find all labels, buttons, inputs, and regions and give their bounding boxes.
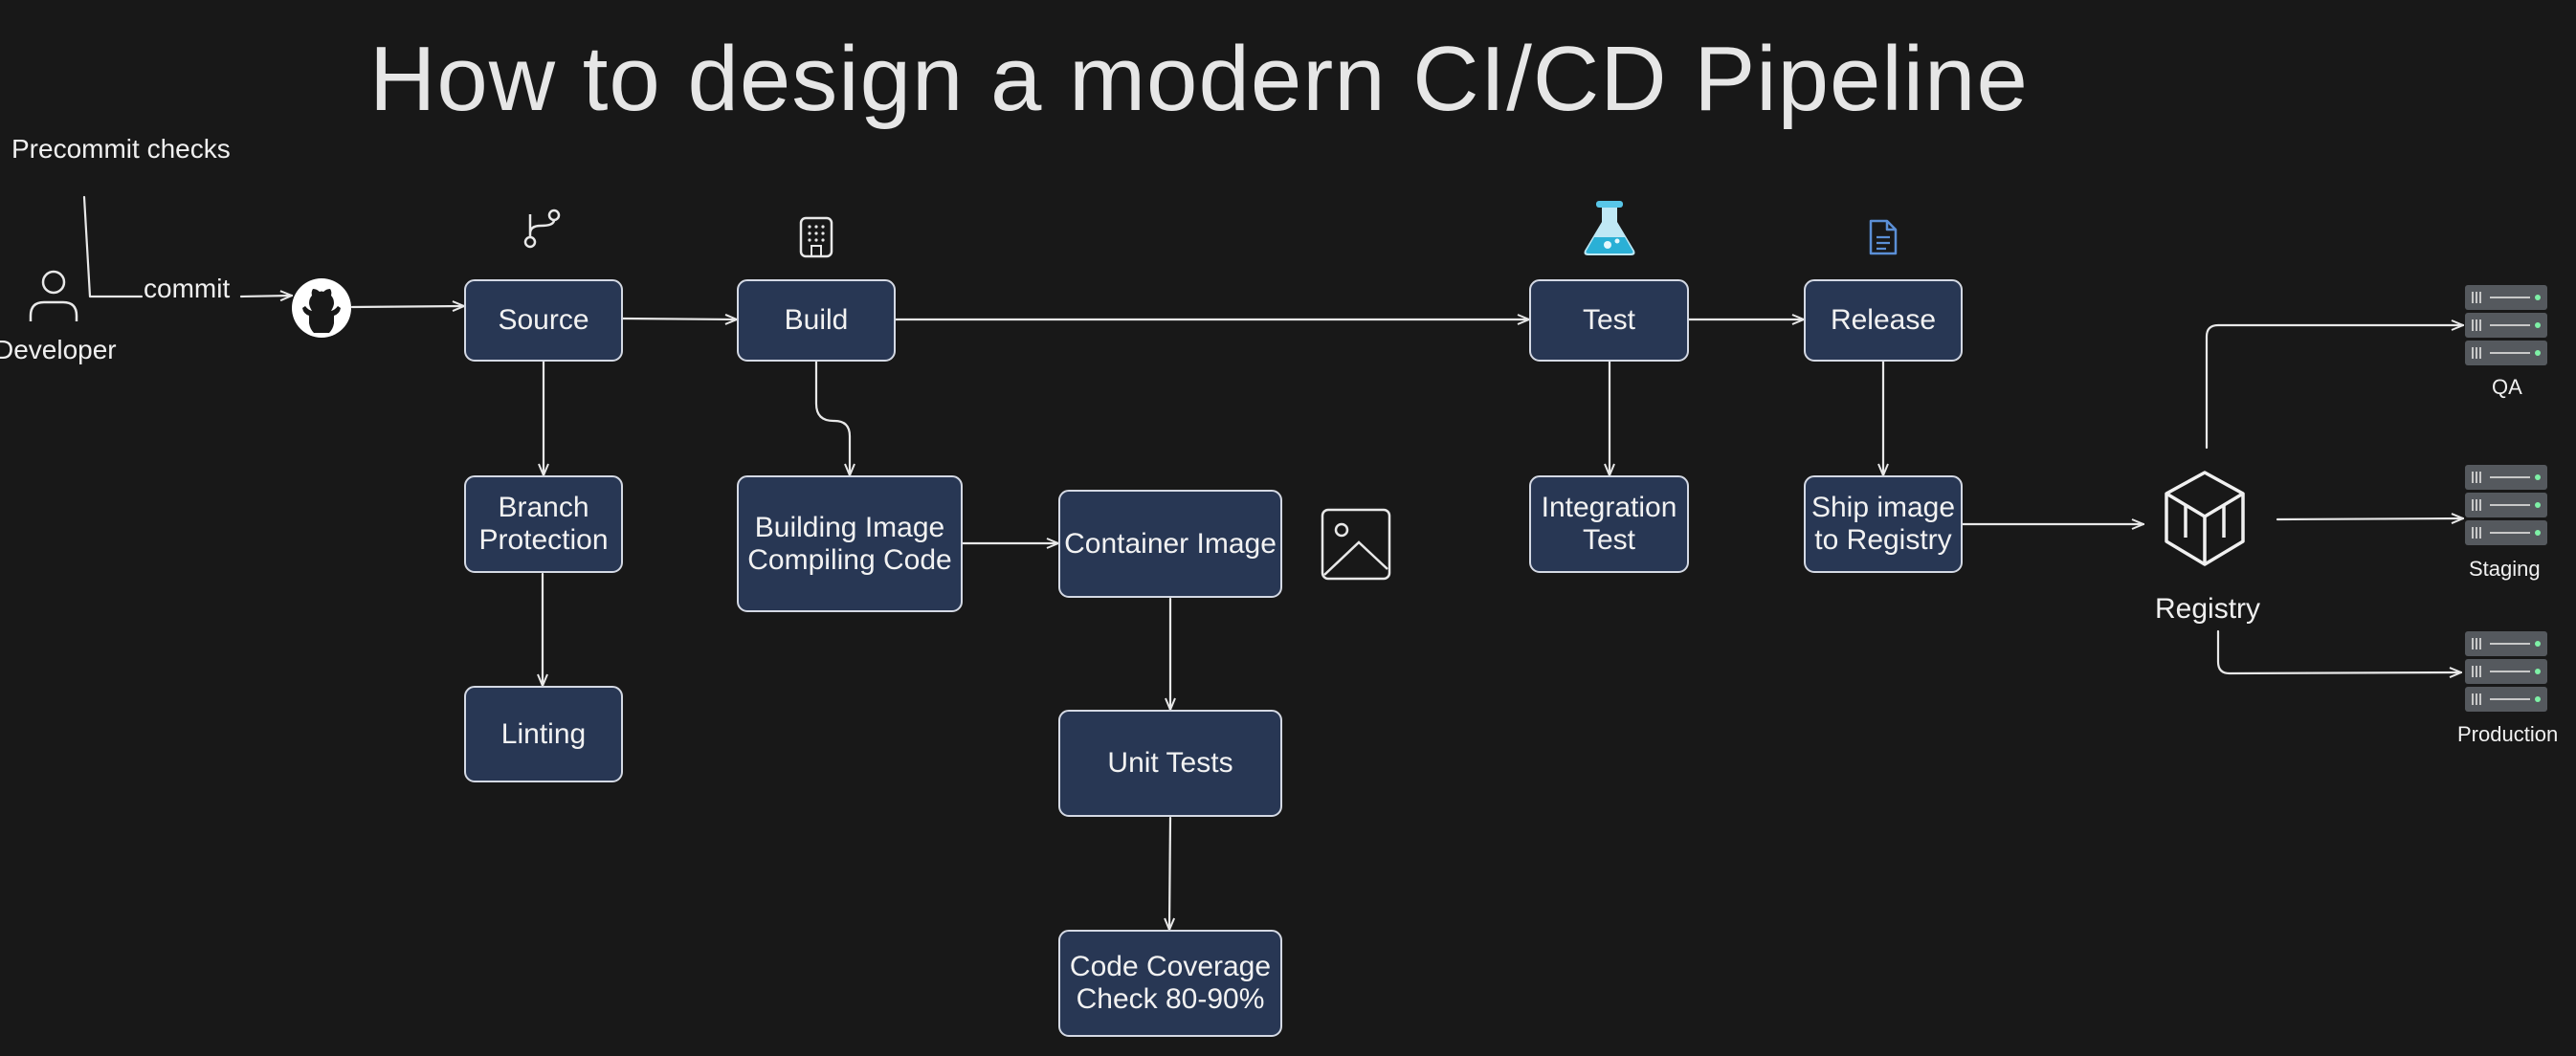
- precommit-connector: [82, 195, 144, 298]
- building-icon: [799, 216, 833, 258]
- git-branch-icon: [523, 209, 561, 249]
- linting-node[interactable]: Linting: [464, 686, 623, 782]
- page-title: How to design a modern CI/CD Pipeline: [369, 28, 2029, 130]
- production-label: Production: [2457, 722, 2559, 746]
- building-image-node[interactable]: Building Image Compiling Code: [737, 475, 963, 612]
- github-icon[interactable]: [291, 277, 352, 339]
- container-image-node[interactable]: Container Image: [1058, 490, 1282, 598]
- registry-to-qa-arrow: [2205, 325, 2465, 450]
- github-to-source-arrow: [350, 306, 466, 307]
- unit-tests-node[interactable]: Unit Tests: [1058, 710, 1282, 817]
- source-node[interactable]: Source: [464, 279, 623, 362]
- ship-image-node[interactable]: Ship image to Registry: [1804, 475, 1963, 573]
- registry-label: Registry: [2155, 593, 2261, 625]
- release-node[interactable]: Release: [1804, 279, 1963, 362]
- build-to-image-arrow: [814, 360, 850, 477]
- staging-label: Staging: [2469, 557, 2541, 581]
- test-node[interactable]: Test: [1529, 279, 1689, 362]
- registry-to-production-arrow: [2216, 629, 2463, 673]
- build-node[interactable]: Build: [737, 279, 896, 362]
- person-icon: [29, 270, 78, 321]
- server-rack-icon: [2465, 631, 2547, 712]
- commit-label: commit: [144, 274, 231, 303]
- branch-protection-node[interactable]: Branch Protection: [464, 475, 623, 573]
- code-coverage-node[interactable]: Code Coverage Check 80-90%: [1058, 930, 1282, 1037]
- server-rack-icon: [2465, 465, 2547, 545]
- image-icon: [1321, 508, 1391, 581]
- server-rack-icon: [2465, 285, 2547, 365]
- unit-to-coverage-arrow: [1169, 816, 1170, 932]
- developer-label: Developer: [0, 335, 117, 364]
- precommit-label: Precommit checks: [11, 134, 231, 164]
- registry-to-staging-arrow: [2276, 518, 2465, 519]
- flask-icon: [1584, 201, 1635, 255]
- integration-test-node[interactable]: Integration Test: [1529, 475, 1689, 573]
- qa-label: QA: [2492, 375, 2522, 399]
- document-icon: [1869, 219, 1898, 255]
- cube-icon: [2165, 471, 2245, 566]
- commit-arrow: [239, 296, 292, 297]
